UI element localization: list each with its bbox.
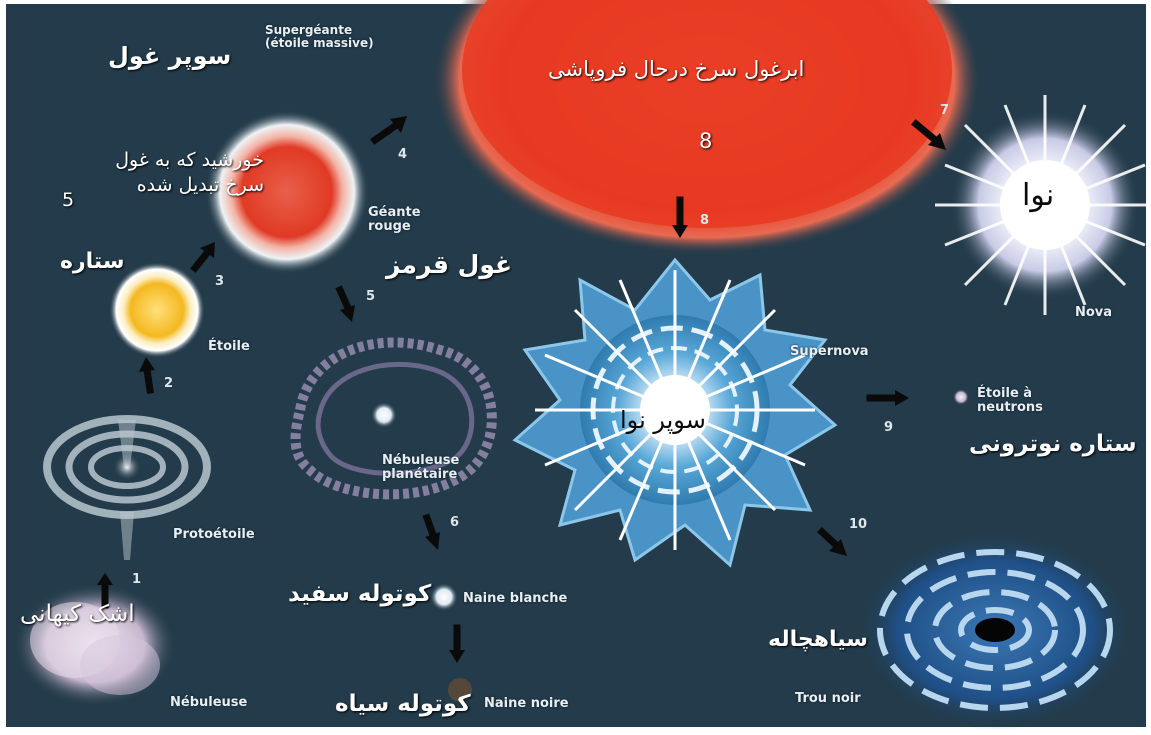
label-fr-nebula: Nébuleuse xyxy=(170,695,248,710)
supernova-burst xyxy=(512,257,838,568)
planetary-nebula xyxy=(290,337,497,500)
label-fr-nova: Nova xyxy=(1075,305,1113,320)
white-dwarf xyxy=(430,583,458,611)
label-fa-collapsing-number: 8 xyxy=(699,129,713,153)
neutron-star xyxy=(953,389,969,405)
nova-star xyxy=(935,95,1151,315)
label-fr-supernova: Supernova xyxy=(790,344,869,359)
label-fr-neutron-star: Étoile à neutrons xyxy=(977,386,1043,415)
label-fa-black-hole: سیاهچاله xyxy=(768,627,868,652)
label-fa-white-dwarf: کوتوله سفید xyxy=(288,581,432,607)
step-number-9: 9 xyxy=(884,420,894,435)
label-fr-protostar: Protoétoile xyxy=(173,527,255,542)
label-fr-planetary-nebula: Nébuleuse planétaire xyxy=(382,453,460,482)
step-number-8: 8 xyxy=(700,213,710,228)
step-number-2: 2 xyxy=(164,376,174,391)
label-fr-supergiant: Supergéante (étoile massive) xyxy=(265,23,374,50)
nebula-cloud xyxy=(13,583,177,707)
step-number-10: 10 xyxy=(849,517,868,532)
label-fr-star: Étoile xyxy=(208,339,250,354)
label-fa-star: ستاره xyxy=(60,249,125,274)
label-fr-red-giant: Géante rouge xyxy=(368,205,421,234)
step-number-7: 7 xyxy=(940,103,950,118)
red-giant-sphere xyxy=(205,110,369,274)
protostar-disk xyxy=(43,415,211,560)
label-fr-black-dwarf: Naine noire xyxy=(484,696,569,711)
step-number-3: 3 xyxy=(215,274,225,289)
label-fa-nova: نوا xyxy=(1022,178,1055,213)
label-fr-black-hole: Trou noir xyxy=(795,691,861,706)
step-number-6: 6 xyxy=(450,515,460,530)
label-fa-supergiant: سوپر غول xyxy=(108,42,232,70)
label-fa-sun-to-red-giant: خورشید که به غول سرخ تبدیل شده xyxy=(115,149,264,196)
arrow-icon xyxy=(97,116,946,663)
label-fa-supernova: سوپر نوا xyxy=(620,406,706,434)
label-fa-black-dwarf: کوتوله سیاه xyxy=(335,691,471,717)
label-fa-sun-to-red-giant-number: 5 xyxy=(62,189,75,211)
step-number-5: 5 xyxy=(366,289,376,304)
star-sphere xyxy=(109,262,205,358)
label-fr-white-dwarf: Naine blanche xyxy=(463,591,568,606)
black-hole-galaxy xyxy=(855,530,1135,730)
label-fa-cosmic-tear: اشک کیهانی xyxy=(20,601,135,627)
label-fa-neutron-star: ستاره نوترونی xyxy=(969,431,1137,457)
label-fa-collapsing-red-supergiant: ابرغول سرخ درحال فروپاشی xyxy=(548,57,805,81)
label-fa-red-giant: غول قرمز xyxy=(386,250,513,279)
step-number-1: 1 xyxy=(132,572,142,587)
step-number-4: 4 xyxy=(398,147,408,162)
supergiant-sphere xyxy=(432,0,982,255)
black-dwarf xyxy=(448,678,472,702)
